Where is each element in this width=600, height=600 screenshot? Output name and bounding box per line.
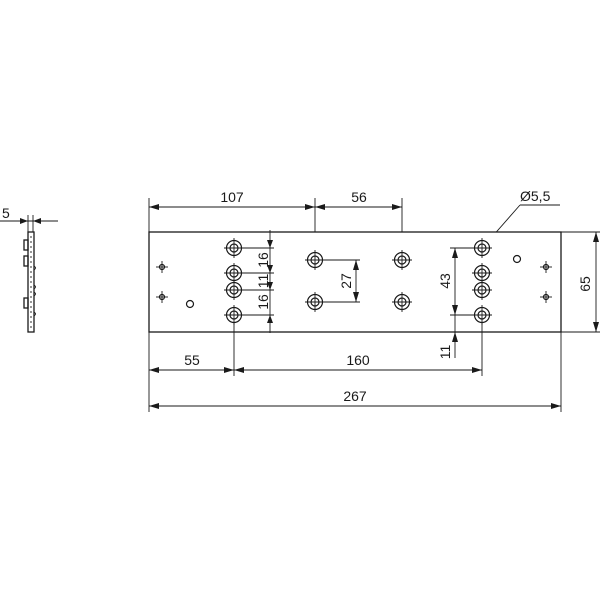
arrow-267-right [551, 403, 561, 409]
arrow-27-bottom [353, 292, 359, 302]
side-view-hole-marks [33, 265, 36, 317]
mounting-plate [148, 231, 562, 333]
arrow-65-bottom [593, 322, 599, 332]
dimension-55: 55 [184, 352, 200, 368]
dimension-11-middle: 11 [255, 274, 271, 289]
crosshair-holes [156, 261, 552, 303]
crosshair-hole-left-bottom [156, 291, 168, 303]
dimension-27: 27 [338, 273, 354, 289]
arrow-left-col-3 [267, 282, 273, 290]
arrow-56-left [315, 204, 325, 210]
right-dimension: 65 [561, 231, 600, 333]
hole-group-center [305, 250, 412, 312]
dimension-43: 43 [437, 273, 453, 289]
mounting-hole [392, 250, 412, 270]
bottom-dimensions: 55 160 267 [148, 322, 562, 412]
small-hole-right [512, 254, 522, 264]
crosshair-hole-left-top [156, 261, 168, 273]
side-view-arrow-left [20, 218, 28, 224]
dimension-65: 65 [577, 276, 593, 292]
dimension-160: 160 [346, 352, 370, 368]
crosshair-hole-right-top [540, 261, 552, 273]
mounting-hole [472, 263, 492, 283]
top-dimensions: 107 56 Ø5,5 [148, 188, 560, 258]
side-view: 5 [0, 205, 58, 333]
arrow-107-left [149, 204, 159, 210]
dimension-16-bottom: 16 [255, 294, 271, 310]
crosshair-hole-right-bottom [540, 291, 552, 303]
side-view-boss-1 [23, 239, 29, 251]
dimension-11-bottom: 11 [437, 345, 453, 360]
arrow-left-col-4 [267, 315, 273, 323]
dimension-16-top: 16 [255, 252, 271, 268]
mounting-hole [392, 292, 412, 312]
plate-outline [148, 231, 562, 333]
arrow-left-col-2 [267, 265, 273, 273]
dimension-side-5: 5 [2, 205, 10, 221]
arrow-107-right [305, 204, 315, 210]
side-view-arrow-right [33, 218, 41, 224]
arrow-left-col-1 [267, 240, 273, 248]
arrow-56-right [392, 204, 402, 210]
side-view-boss-2 [23, 255, 29, 267]
small-hole-left [185, 299, 195, 309]
side-view-boss-3 [23, 297, 29, 309]
dimension-56: 56 [351, 189, 367, 205]
arrow-55-right [224, 367, 234, 373]
arrow-160-left [234, 367, 244, 373]
arrow-160-right [472, 367, 482, 373]
dimension-diameter: Ø5,5 [520, 188, 551, 204]
dimension-267: 267 [343, 388, 367, 404]
mounting-hole [472, 280, 492, 300]
arrow-65-top [593, 232, 599, 242]
inner-dimensions: 16 11 16 27 43 11 [234, 230, 482, 359]
arrow-43-top [452, 248, 458, 258]
dimension-107: 107 [220, 189, 244, 205]
arrow-55-left [149, 367, 159, 373]
arrow-11-bottom [452, 332, 458, 342]
arrow-43-bottom [452, 305, 458, 315]
arrow-267-left [149, 403, 159, 409]
arrow-27-top [353, 260, 359, 270]
